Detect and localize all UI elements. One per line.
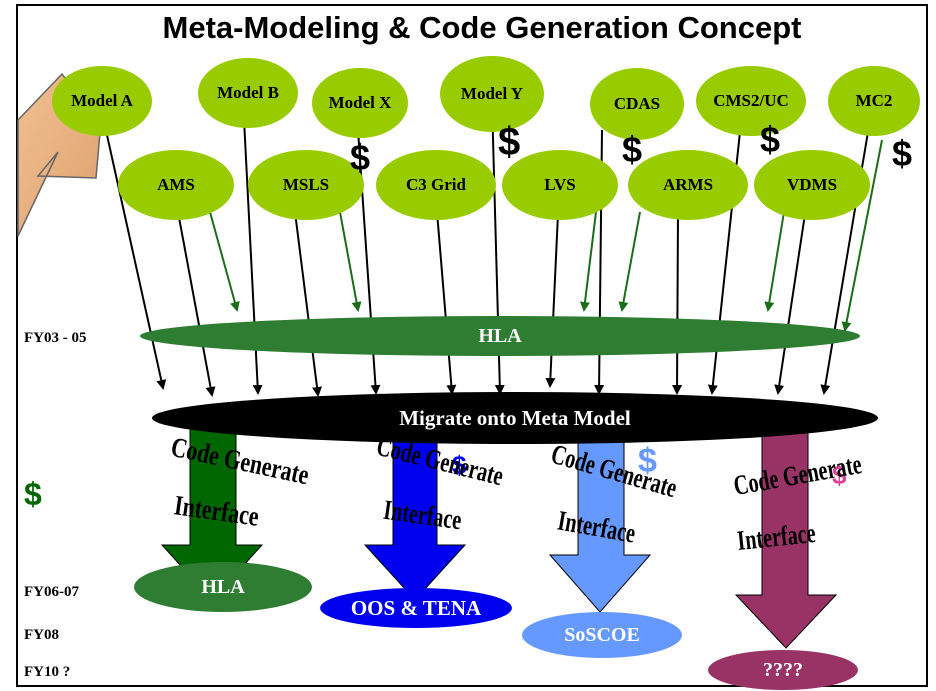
model-y: Model Y [440, 56, 544, 132]
hla-band-label: HLA [478, 324, 522, 347]
model-cms2uc: CMS2/UC [696, 66, 806, 136]
dollar-sign: $ [498, 120, 521, 164]
model-arms: ARMS [628, 150, 748, 220]
hla-band: HLA [140, 316, 860, 356]
dollar-sign: $ [760, 119, 781, 160]
fy-label: FY10 ? [24, 664, 71, 680]
meta-model-label: Migrate onto Meta Model [399, 405, 631, 430]
fy-label: FY03 - 05 [24, 330, 87, 346]
result-oos-tena: OOS & TENA [320, 588, 512, 628]
model-vdms: VDMS [754, 150, 870, 220]
model-lvs: LVS [502, 150, 618, 220]
model-b: Model B [198, 58, 298, 128]
block-arrow-purple [734, 424, 838, 649]
fy-label: FY06-07 [24, 584, 79, 600]
page-title: Meta-Modeling & Code Generation Concept [162, 10, 802, 45]
result-hla: HLA [134, 562, 312, 612]
dollar-sign: $ [832, 460, 847, 490]
model-a: Model A [52, 66, 152, 136]
model-c3-grid: C3 Grid [376, 150, 496, 220]
dollar-sign: $ [350, 137, 371, 178]
meta-model-band: Migrate onto Meta Model [152, 392, 878, 444]
dollar-sign: $ [452, 450, 467, 480]
dollar-sign: $ [622, 129, 643, 170]
dollar-sign: $ [24, 476, 42, 512]
model-cdas: CDAS [590, 68, 684, 140]
result-soscoe: SoSCOE [522, 612, 682, 658]
result-unknown: ???? [708, 650, 858, 690]
dollar-sign: $ [638, 442, 657, 480]
fy-label: FY08 [24, 627, 59, 643]
model-ams: AMS [118, 150, 234, 220]
block-arrow-blue [363, 424, 467, 601]
dollar-sign: $ [892, 133, 913, 174]
block-arrow-lightblue [548, 424, 652, 613]
model-mc2: MC2 [828, 66, 920, 136]
model-msls: MSLS [248, 150, 364, 220]
model-x: Model X [312, 68, 408, 138]
